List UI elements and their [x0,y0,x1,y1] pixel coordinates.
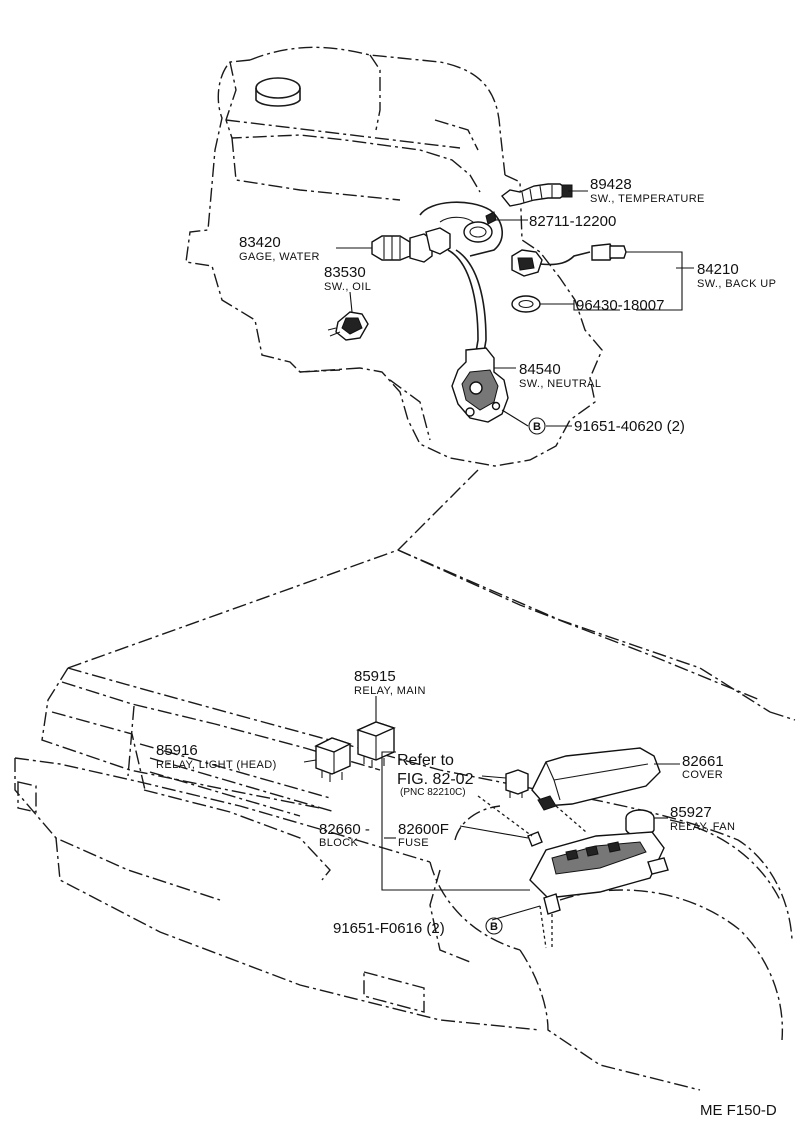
part-number-84540: 84540 [519,361,561,378]
marker-b-label: B [533,421,541,433]
part-number-84210: 84210 [697,261,739,278]
oil-pressure-switch-icon[interactable] [327,311,369,341]
small-relay-icon[interactable] [505,769,529,798]
relay-block-icon[interactable] [529,831,669,915]
label-84210: 84210 SW., BACK UP [697,261,776,290]
engine-outline [185,46,603,467]
part-name-83530: SW., OIL [324,281,371,293]
figure-code: ME F150-D [700,1102,777,1119]
backup-light-switch-icon[interactable] [511,243,627,277]
label-91651-a: B 91651-40620 (2) [528,417,685,435]
part-number-91651-f0616: 91651-F0616 (2) [333,920,445,937]
label-91651-b: 91651-F0616 (2) B [333,917,503,937]
connector-engine-to-car [397,469,479,551]
label-96430: 96430-18007 [576,297,664,314]
label-84540: 84540 SW., NEUTRAL [519,361,601,390]
part-number-85915: 85915 [354,668,396,685]
part-name-84210: SW., BACK UP [697,278,776,290]
part-name-85915: RELAY, MAIN [354,685,426,697]
water-gage-sender-icon[interactable] [371,227,451,263]
refer-note[interactable]: Refer to FIG. 82-02 (PNC 82210C) [397,752,474,798]
part-number-83530: 83530 [324,264,366,281]
label-89428: 89428 SW., TEMPERATURE [590,176,705,205]
engine-leader-lines [336,190,694,427]
part-number-82661: 82661 [682,753,724,770]
label-82711: 82711-12200 [529,213,616,230]
marker-b-icon [485,917,503,935]
label-83420: 83420 GAGE, WATER [239,234,320,263]
part-number-96430: 96430-18007 [576,297,664,314]
part-name-82600F: FUSE [398,837,429,849]
label-82660: 82660 - BLOCK [319,821,370,849]
part-number-82711: 82711-12200 [529,213,616,230]
headlight-relay-icon[interactable] [314,737,352,782]
marker-b-label: B [490,921,498,933]
part-number-89428: 89428 [590,176,632,193]
refer-line-2[interactable]: FIG. 82-02 [397,771,474,788]
car-leader-lines [303,696,680,949]
part-name-82660: BLOCK [319,837,359,849]
part-number-82660: 82660 - [319,821,370,838]
temperature-switch-icon[interactable] [501,183,573,207]
fuse-box-cover-icon[interactable] [531,747,661,811]
wire-harness [447,249,487,353]
gasket-ring-icon[interactable] [511,295,541,313]
part-number-85927: 85927 [670,804,712,821]
part-name-83420: GAGE, WATER [239,251,320,263]
label-85915: 85915 RELAY, MAIN [354,668,426,697]
label-83530: 83530 SW., OIL [324,264,371,293]
marker-b-icon [528,417,546,435]
part-name-85927: RELAY, FAN [670,821,735,833]
refer-line-3: (PNC 82210C) [400,787,466,798]
label-82661: 82661 COVER [682,753,724,781]
neutral-start-switch-icon[interactable] [451,347,509,423]
part-name-84540: SW., NEUTRAL [519,378,601,390]
part-number-85916: 85916 [156,742,198,759]
part-number-83420: 83420 [239,234,281,251]
hose-clamp-icon[interactable] [463,211,497,243]
part-name-85916: RELAY, LIGHT (HEAD) [156,759,277,771]
part-name-82661: COVER [682,769,723,781]
part-number-91651-40620: 91651-40620 (2) [574,418,685,435]
label-85927: 85927 RELAY, FAN [670,804,735,833]
fuse-icon[interactable] [527,831,543,847]
part-name-89428: SW., TEMPERATURE [590,193,705,205]
label-82600F: 82600F FUSE [398,821,449,849]
label-85916: 85916 RELAY, LIGHT (HEAD) [156,742,277,771]
part-number-82600F: 82600F [398,821,449,838]
main-relay-icon[interactable] [356,721,396,768]
refer-line-1: Refer to [397,752,454,769]
